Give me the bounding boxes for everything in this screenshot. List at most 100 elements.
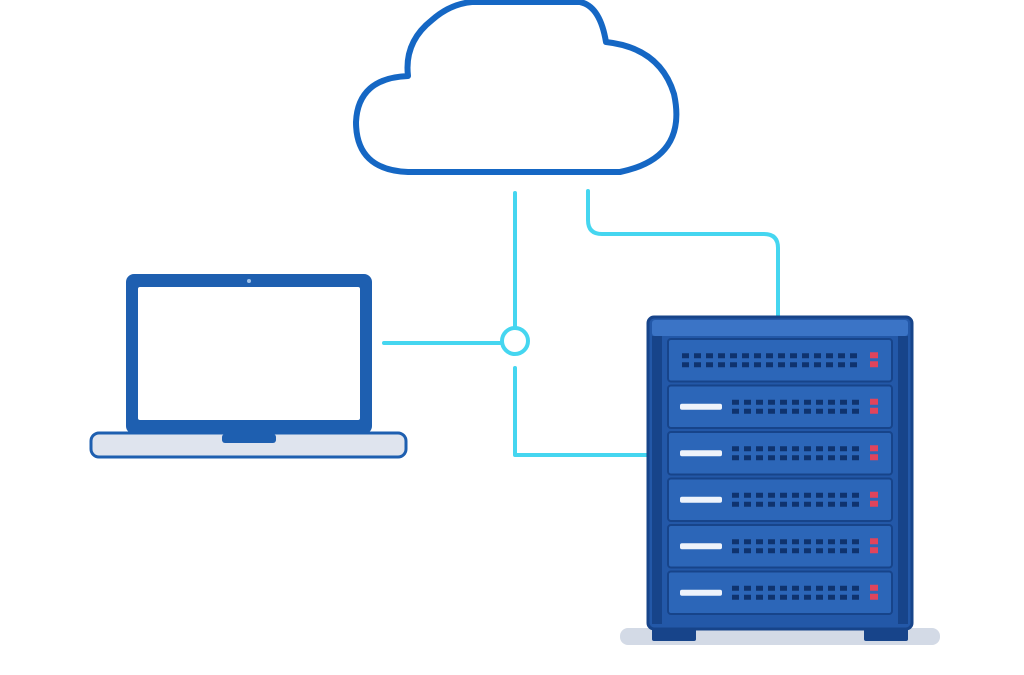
server-vent <box>828 408 835 414</box>
server-vent <box>744 492 751 498</box>
server-vent <box>792 399 799 405</box>
server-vent <box>828 594 835 600</box>
server-vent <box>814 362 821 368</box>
server-vent <box>828 548 835 554</box>
server-vent <box>828 585 835 591</box>
server-vent <box>804 501 811 507</box>
server-vent <box>706 353 713 359</box>
server-vent <box>744 501 751 507</box>
server-vent <box>802 362 809 368</box>
server-vent <box>766 353 773 359</box>
server-led <box>870 407 878 414</box>
server-vent <box>792 408 799 414</box>
server-led <box>870 547 878 554</box>
server-vent <box>840 399 847 405</box>
server-vent <box>732 408 739 414</box>
server-vent <box>804 446 811 452</box>
server-vent <box>804 455 811 461</box>
server-vent <box>804 492 811 498</box>
server-vent <box>780 408 787 414</box>
server-vent <box>852 585 859 591</box>
server-vent <box>840 539 847 545</box>
server-vent <box>780 594 787 600</box>
server-vent <box>754 353 761 359</box>
server-vent <box>838 353 845 359</box>
connector-cloud-to-server <box>586 189 780 320</box>
server-vent <box>732 399 739 405</box>
server-vent <box>816 399 823 405</box>
server-right-rail <box>898 336 908 624</box>
server-vent <box>768 585 775 591</box>
server-vent <box>768 408 775 414</box>
server-vent <box>840 594 847 600</box>
server-vent <box>756 501 763 507</box>
server-drive-slot <box>680 496 722 503</box>
server-vent <box>840 548 847 554</box>
server-vent <box>816 585 823 591</box>
server-vent <box>744 399 751 405</box>
server-vent <box>732 501 739 507</box>
server-vent <box>744 539 751 545</box>
server-vent <box>756 548 763 554</box>
server-vent <box>816 455 823 461</box>
junction-node-icon <box>500 326 530 356</box>
server-vent <box>756 594 763 600</box>
server-vent <box>694 353 701 359</box>
server-led <box>870 593 878 600</box>
server-units <box>667 338 893 615</box>
server-vent <box>816 539 823 545</box>
connectors <box>382 189 780 457</box>
server-vent <box>718 353 725 359</box>
server-vent <box>706 362 713 368</box>
server-vent <box>814 353 821 359</box>
server-vent <box>732 455 739 461</box>
server-vent <box>756 399 763 405</box>
server-vent <box>756 539 763 545</box>
server-vent <box>682 362 689 368</box>
server-vent <box>816 548 823 554</box>
server-vent <box>756 446 763 452</box>
server-vent <box>780 446 787 452</box>
server-vent <box>852 501 859 507</box>
server-vent <box>682 353 689 359</box>
server-vent <box>768 539 775 545</box>
server-vent <box>732 446 739 452</box>
server-vent <box>792 455 799 461</box>
server-vent <box>780 585 787 591</box>
server-vent <box>804 408 811 414</box>
laptop-camera <box>247 279 251 283</box>
server-vent <box>816 594 823 600</box>
server-vent <box>826 353 833 359</box>
server-vent <box>802 353 809 359</box>
server-top-panel <box>652 320 908 336</box>
server-vent <box>850 353 857 359</box>
laptop-screen <box>138 287 360 420</box>
server-vent <box>780 399 787 405</box>
server-vent <box>816 446 823 452</box>
server-vent <box>768 594 775 600</box>
server-vent <box>828 539 835 545</box>
laptop-trackpad-notch <box>222 434 276 443</box>
server-vent <box>754 362 761 368</box>
server-drive-slot <box>680 450 722 457</box>
server-vent <box>792 501 799 507</box>
server-vent <box>756 408 763 414</box>
server-vent <box>826 362 833 368</box>
server-led <box>870 584 878 591</box>
server-vent <box>816 492 823 498</box>
server-rack-icon <box>620 315 940 645</box>
server-vent <box>744 548 751 554</box>
server-vent <box>778 362 785 368</box>
server-vent <box>744 594 751 600</box>
connector-junction-to-server <box>513 366 650 457</box>
server-drive-slot <box>680 403 722 410</box>
server-vent <box>840 408 847 414</box>
server-vent <box>732 492 739 498</box>
server-unit <box>667 570 893 615</box>
server-vent <box>768 548 775 554</box>
server-vent <box>732 539 739 545</box>
server-vent <box>780 455 787 461</box>
server-drive-slot <box>680 543 722 550</box>
server-led <box>870 454 878 461</box>
server-vent <box>792 594 799 600</box>
